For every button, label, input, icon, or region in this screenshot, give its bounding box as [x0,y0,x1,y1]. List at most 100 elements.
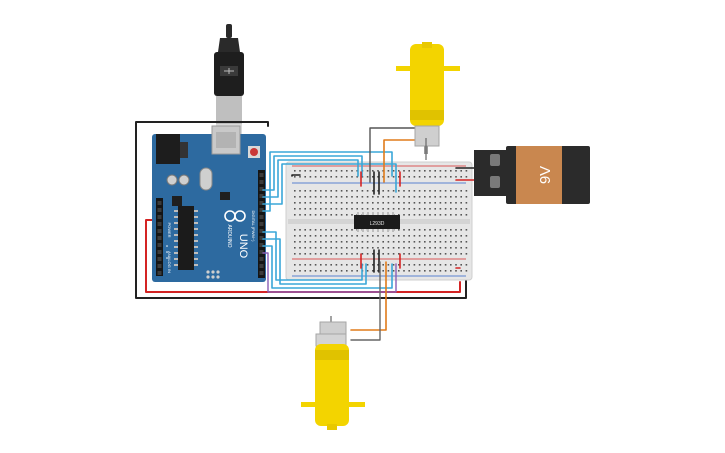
breadboard-hole[interactable] [366,247,369,249]
breadboard-hole[interactable] [314,202,317,204]
wire-gray-motor-bottom[interactable] [350,261,381,341]
breadboard-hole[interactable] [351,170,353,172]
breadboard-hole[interactable] [392,235,395,237]
breadboard-hole[interactable] [418,214,421,216]
breadboard-hole[interactable] [413,264,416,266]
breadboard-hole[interactable] [294,235,296,237]
breadboard-hole[interactable] [320,270,322,272]
breadboard-hole[interactable] [351,253,353,255]
breadboard-hole[interactable] [444,208,447,210]
breadboard-hole[interactable] [408,190,410,192]
breadboard-hole[interactable] [314,253,317,255]
breadboard-hole[interactable] [429,264,431,266]
breadboard-hole[interactable] [304,253,306,255]
breadboard-hole[interactable] [304,264,306,266]
breadboard-hole[interactable] [413,170,416,172]
breadboard-hole[interactable] [330,270,332,272]
breadboard-hole[interactable] [444,235,447,237]
breadboard-hole[interactable] [460,270,462,272]
breadboard-hole[interactable] [377,247,379,249]
breadboard-hole[interactable] [434,241,436,243]
breadboard-hole[interactable] [330,247,332,249]
breadboard-hole[interactable] [382,270,384,272]
breadboard-hole[interactable] [304,235,306,237]
breadboard-hole[interactable] [460,170,462,172]
breadboard-hole[interactable] [434,202,436,204]
breadboard-hole[interactable] [309,270,312,272]
breadboard-hole[interactable] [351,190,353,192]
breadboard-hole[interactable] [408,247,410,249]
wire-cyan-bottom-1[interactable] [262,231,363,281]
breadboard-hole[interactable] [325,253,327,255]
breadboard-hole[interactable] [413,247,416,249]
breadboard-hole[interactable] [325,241,327,243]
breadboard-hole[interactable] [330,170,332,172]
breadboard-hole[interactable] [351,176,353,178]
breadboard-hole[interactable] [356,264,358,266]
breadboard-hole[interactable] [439,170,442,172]
breadboard-hole[interactable] [299,264,301,266]
breadboard-hole[interactable] [403,202,405,204]
breadboard-hole[interactable] [455,264,457,266]
breadboard-hole[interactable] [387,202,390,204]
breadboard-hole[interactable] [434,170,436,172]
breadboard-hole[interactable] [408,241,410,243]
breadboard-hole[interactable] [460,202,462,204]
breadboard-hole[interactable] [299,253,301,255]
breadboard-hole[interactable] [465,235,468,237]
breadboard-hole[interactable] [450,208,452,210]
breadboard-hole[interactable] [377,208,379,210]
breadboard-hole[interactable] [465,229,468,231]
breadboard-hole[interactable] [340,264,343,266]
breadboard-hole[interactable] [444,214,447,216]
breadboard-hole[interactable] [372,270,374,272]
breadboard-hole[interactable] [294,208,296,210]
breadboard-hole[interactable] [413,241,416,243]
breadboard-hole[interactable] [398,208,400,210]
breadboard-hole[interactable] [465,270,468,272]
breadboard-hole[interactable] [294,170,296,172]
breadboard-hole[interactable] [439,247,442,249]
breadboard-hole[interactable] [372,170,374,172]
breadboard-hole[interactable] [309,208,312,210]
breadboard-hole[interactable] [335,208,338,210]
breadboard-hole[interactable] [398,270,400,272]
breadboard-hole[interactable] [309,253,312,255]
breadboard-hole[interactable] [346,214,348,216]
wire-red-power-loop[interactable] [145,219,461,293]
breadboard-hole[interactable] [372,247,374,249]
breadboard-hole[interactable] [377,176,379,178]
breadboard-hole[interactable] [408,229,410,231]
breadboard-hole[interactable] [429,208,431,210]
breadboard-hole[interactable] [366,208,369,210]
breadboard-hole[interactable] [314,264,317,266]
breadboard-hole[interactable] [335,253,338,255]
breadboard-hole[interactable] [372,202,374,204]
breadboard-hole[interactable] [392,196,395,198]
breadboard-hole[interactable] [382,190,384,192]
breadboard-hole[interactable] [387,170,390,172]
breadboard-hole[interactable] [450,247,452,249]
breadboard-hole[interactable] [424,235,426,237]
breadboard-hole[interactable] [340,247,343,249]
breadboard-hole[interactable] [413,202,416,204]
breadboard-hole[interactable] [330,229,332,231]
breadboard-hole[interactable] [314,170,317,172]
breadboard-hole[interactable] [361,190,364,192]
breadboard-hole[interactable] [340,235,343,237]
breadboard-hole[interactable] [392,264,395,266]
breadboard-hole[interactable] [314,229,317,231]
breadboard-hole[interactable] [340,270,343,272]
breadboard-hole[interactable] [366,176,369,178]
wire-cyan-top-4[interactable] [262,151,393,212]
breadboard-hole[interactable] [382,241,384,243]
breadboard-hole[interactable] [356,190,358,192]
breadboard-hole[interactable] [309,170,312,172]
breadboard-hole[interactable] [320,196,322,198]
breadboard-hole[interactable] [444,202,447,204]
breadboard-hole[interactable] [320,235,322,237]
breadboard-hole[interactable] [335,202,338,204]
breadboard-hole[interactable] [418,264,421,266]
breadboard-hole[interactable] [398,247,400,249]
breadboard-hole[interactable] [356,241,358,243]
